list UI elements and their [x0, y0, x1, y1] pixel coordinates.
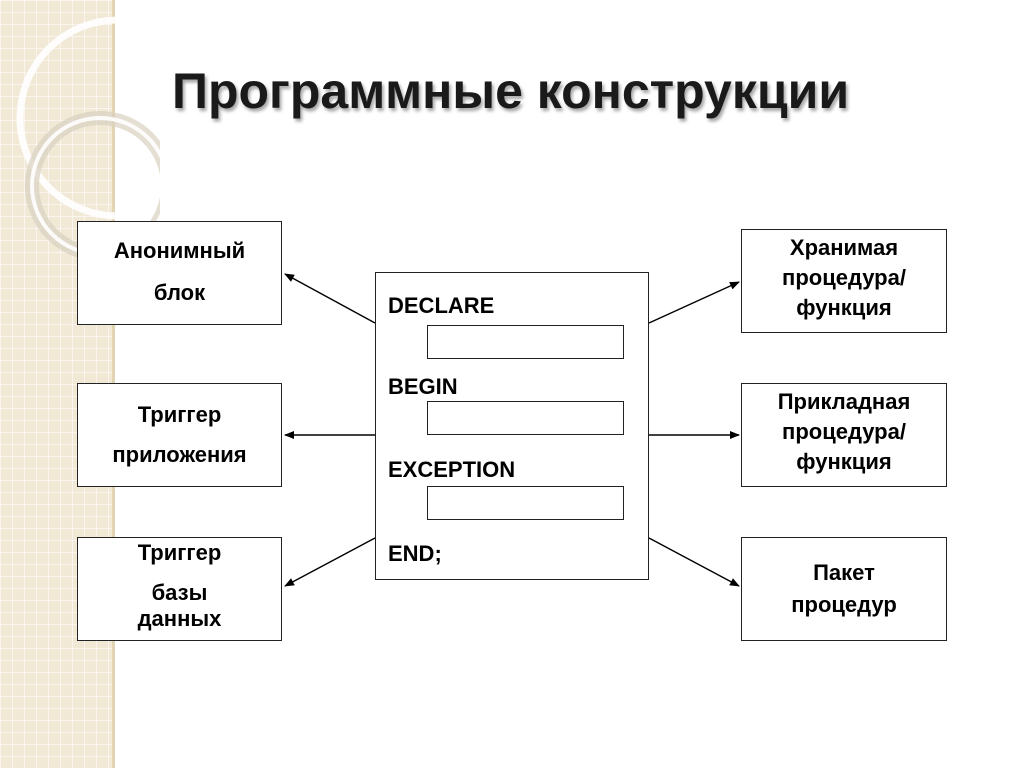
box-text-line: данных [137, 606, 222, 631]
box-text-line: процедура/ [782, 419, 906, 444]
box-application-procedure: Прикладная процедура/ функция [741, 383, 947, 487]
keyword-exception: EXCEPTION [388, 457, 516, 482]
box-application-trigger: Триггер приложения [77, 383, 282, 487]
box-text-line: Триггер [137, 540, 222, 565]
box-anonymous-block: Анонимный блок [77, 221, 282, 325]
box-text-line: Триггер [137, 402, 222, 427]
keyword-begin: BEGIN [388, 374, 458, 399]
arrow-to-db-trigger [284, 537, 376, 587]
arrow-to-stored-procedure [648, 281, 740, 324]
box-text-line: базы [151, 580, 208, 605]
box-text-line: функция [796, 449, 892, 474]
box-text-line: блок [153, 280, 206, 305]
box-text-line: Пакет [813, 560, 875, 585]
exception-section-slot [427, 486, 624, 520]
box-text-line: процедур [791, 592, 897, 617]
box-text-line: Прикладная [777, 389, 911, 414]
keyword-end: END; [388, 541, 442, 566]
declare-section-slot [427, 325, 624, 359]
keyword-declare: DECLARE [388, 293, 495, 318]
plsql-block-structure: DECLARE BEGIN EXCEPTION END; [375, 272, 649, 580]
box-text-line: процедура/ [782, 265, 906, 290]
box-database-trigger: Триггер базы данных [77, 537, 282, 641]
page-title: Программные конструкции [172, 63, 850, 119]
box-text-line: Хранимая [789, 235, 899, 260]
box-text-line: Анонимный [113, 238, 246, 263]
box-stored-procedure: Хранимая процедура/ функция [741, 229, 947, 333]
box-text-line: функция [796, 295, 892, 320]
arrow-to-package [648, 537, 740, 587]
arrow-to-anonymous-block [284, 273, 376, 324]
box-procedure-package: Пакет процедур [741, 537, 947, 641]
begin-section-slot [427, 401, 624, 435]
box-text-line: приложения [112, 442, 247, 467]
